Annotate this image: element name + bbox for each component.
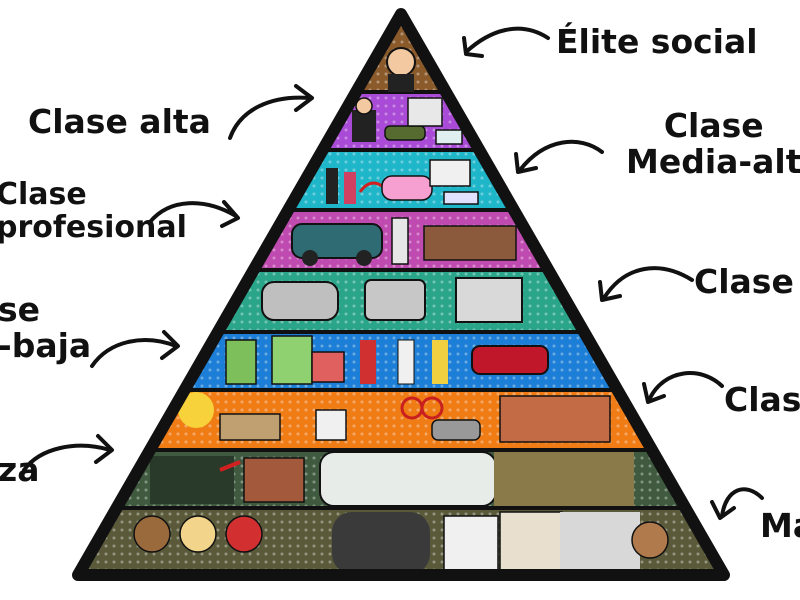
label-clase-alta: Clase alta	[28, 102, 211, 141]
label-profesional-line2: profesional	[0, 210, 187, 245]
media-baja-illustrations	[225, 335, 549, 385]
label-media-alta-line2: Media-alt	[626, 142, 800, 182]
label-profesional: Clase profesional	[0, 178, 187, 244]
marginal-illustrations	[133, 511, 669, 575]
label-media-alta: Clase Media-alt	[626, 106, 800, 182]
label-arrows	[22, 26, 764, 520]
label-clase-right: Clase	[694, 262, 794, 301]
clase-alta-illustrations	[352, 97, 463, 145]
label-elite-social: Élite social	[556, 22, 758, 61]
label-media-baja-line1: se	[0, 290, 41, 329]
label-media-baja: se -baja	[0, 290, 92, 366]
trabajadora-illustrations	[178, 392, 611, 443]
pyramid-outline	[72, 8, 730, 581]
pobreza-illustrations	[150, 451, 634, 507]
label-profesional-line1: Clase	[0, 177, 87, 212]
label-clase-right-2: Clase	[724, 380, 800, 419]
label-marginal: Ma	[760, 506, 800, 545]
media-alta-illustrations	[326, 159, 479, 205]
profesional-illustrations	[291, 217, 517, 266]
clase-media-illustrations	[261, 277, 523, 323]
label-media-baja-line2: -baja	[0, 326, 92, 366]
label-pobreza: za	[0, 450, 40, 489]
elite-person-illustration	[386, 47, 416, 92]
label-media-alta-line1: Clase	[663, 106, 764, 145]
